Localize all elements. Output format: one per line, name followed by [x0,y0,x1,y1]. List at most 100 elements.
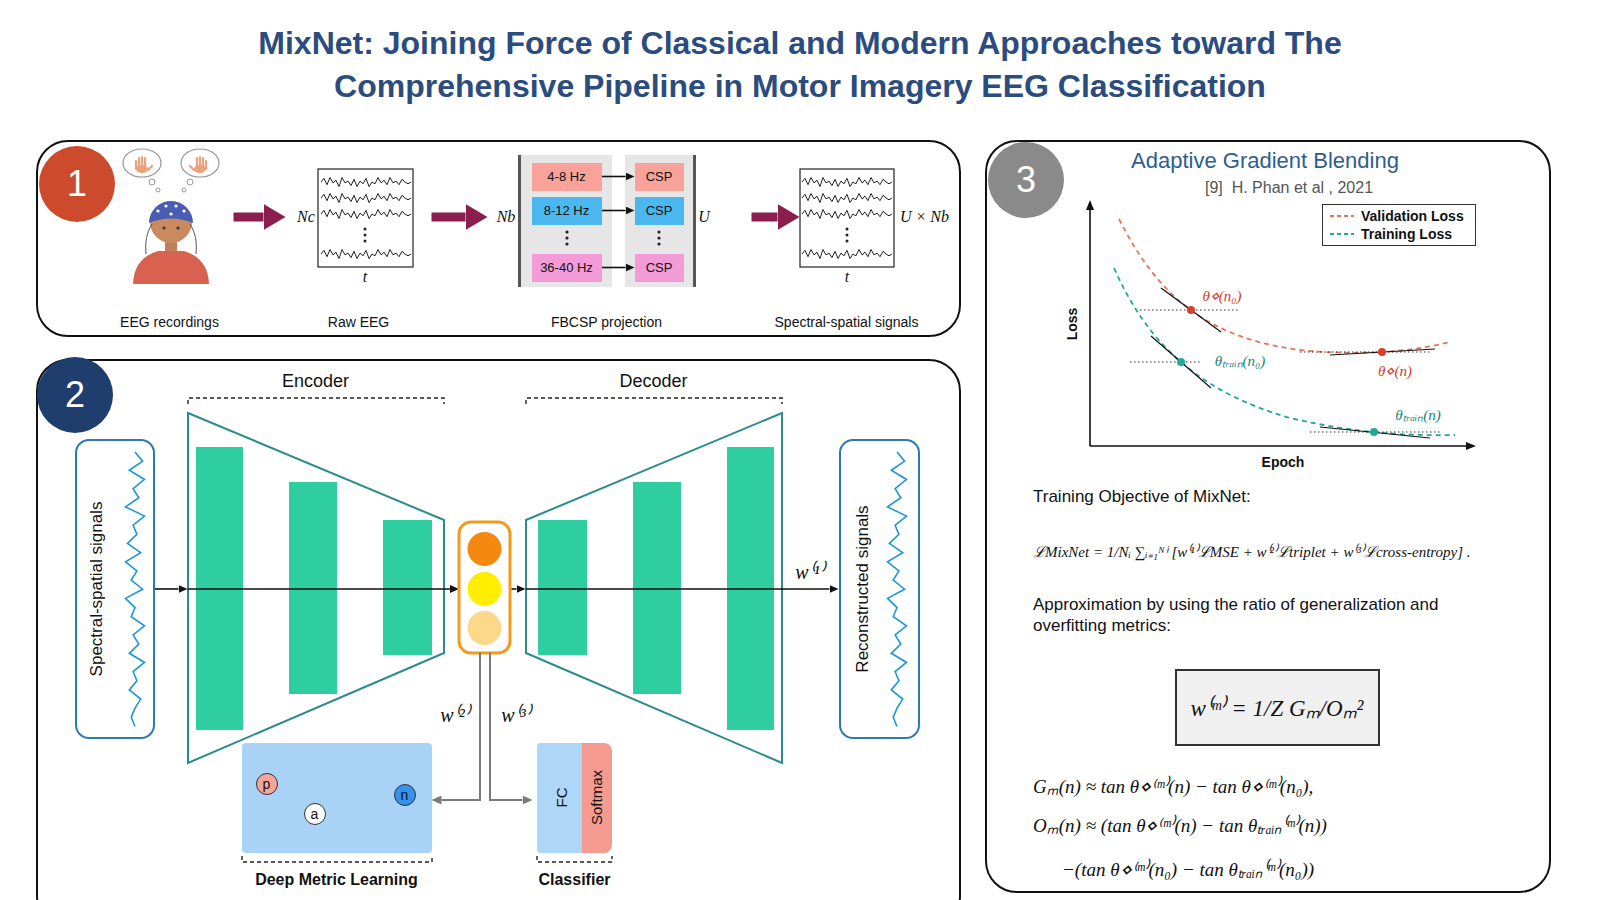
point-label: θ⋄(n) [1378,362,1412,380]
spectral-spatial-plot [800,169,894,267]
raw-eeg-plot [364,228,367,231]
connector [432,213,466,222]
fbcsp-block: FBCSP projection4-8 HzCSP8-12 HzCSP36-40… [488,150,752,330]
person-figure [156,209,159,212]
equation: Gₘ(n) ≈ tan θ⋄⁽ᵐ⁾(n) − tan θ⋄⁽ᵐ⁾(n₀), [1033,773,1313,799]
point-label: θ⋄(n₀) [1202,287,1241,305]
raw-eeg-plot [321,194,411,203]
person-figure [123,149,219,284]
stage-panel: 1EEG recordingsRaw EEGFBCSP projection4-… [36,140,961,337]
signal-trace [126,452,145,727]
point-label: θₜᵣₐᵢₙ(n) [1395,404,1440,424]
equation: Oₘ(n) ≈ (tan θ⋄⁽ᵐ⁾(n) − tan θₜᵣₐᵢₙ⁽ᵐ⁾(n)… [1033,812,1327,838]
equation: −(tan θ⋄⁽ᵐ⁾(n₀) − tan θₜᵣₐᵢₙ⁽ᵐ⁾(n₀)) [1062,856,1314,882]
axis-label: t [845,268,849,286]
dashed-bracket [242,856,432,862]
box-label: CSP [646,203,673,218]
autoencoder-figure [383,520,432,655]
signal-label: Reconstructed signals [853,505,873,672]
caption: Raw EEG [328,314,389,330]
chart-legend: Validation LossTraining Loss [1322,204,1476,246]
raw-eeg-plot [321,250,411,259]
person-figure [187,179,193,185]
autoencoder-figure [188,413,782,763]
caption: EEG recordings [120,314,219,330]
connector [752,213,778,222]
equation: ℒMixNet = 1/Nᵢ ∑ᵢ₌₁ᴺⁱ [w⁽¹⁾ℒMSE + w⁽²⁾ℒt… [1033,541,1471,561]
band-filter-box: 36-40 Hz [532,254,602,282]
legend-line-sample [1330,215,1354,217]
loss-chart [1114,268,1455,435]
person-figure [149,201,193,223]
csp-box: CSP [635,163,684,191]
callout-number: 2 [65,374,85,416]
eeg-recording-figure: EEG recordings [106,150,234,330]
box-label: CSP [646,260,673,275]
axis-label: Loss [1064,308,1080,341]
note: Training Objective of MixNet: [1033,487,1251,507]
person-figure [174,204,177,207]
person-figure [181,149,219,177]
fbcsp-columns [520,155,612,287]
point-label: θₜᵣₐᵢₙ(n₀) [1215,350,1266,370]
signal-plot: Spectral-spatial signals [800,150,940,330]
spectral-spatial-plot [846,240,849,243]
sample-circle: a [304,803,326,825]
loss-chart [1086,200,1476,450]
loss-chart [1466,442,1476,450]
box-label: CSP [646,169,673,184]
connector [602,267,626,269]
legend-line-sample [1329,230,1355,238]
fbcsp-columns [657,242,660,245]
raw-eeg-plot [321,210,411,219]
formula-box: w⁽ᵐ⁾ = 1/Z Gₘ/Oₘ² [1175,669,1380,746]
loss-chart [1151,288,1435,438]
legend-text: Training Loss [1361,226,1452,242]
raw-eeg-plot [318,169,413,267]
spectral-spatial-plot [846,228,849,231]
band-filter-box: 8-12 Hz [532,197,602,225]
fc-layer: FC [537,743,586,853]
dimension-label: U [698,208,710,226]
dashed-bracket [537,856,612,862]
legend-line-sample [1330,233,1354,235]
autoencoder-figure [538,520,587,655]
connector [782,588,830,590]
legend-row: Training Loss [1329,225,1469,243]
person-figure [123,149,161,177]
signal-trace [888,452,907,727]
spectral-spatial-plot [802,178,892,187]
fbcsp-columns [518,155,696,287]
signal-box: Reconstructed signals [839,439,920,739]
weight-label: w⁽³⁾ [499,701,532,728]
dimension-label: Nb [497,208,516,226]
sample-letter: p [263,777,271,791]
spectral-spatial-plot [800,169,894,267]
panel-badge: 1 [39,146,115,222]
block-heading: Encoder [282,370,349,392]
dashed-bracket [188,398,782,862]
dashed-bracket [188,398,444,404]
box-label: 4-8 Hz [547,169,585,184]
encoder-block: Encoder [188,370,512,653]
metric-learning-box: Deep Metric Learningpan [242,743,432,895]
person-figure [177,227,180,230]
raw-eeg-plot [318,169,413,267]
raw-eeg-plot [321,178,411,187]
loss-chart [1187,306,1195,314]
box-label: w⁽ᵐ⁾ = 1/Z Gₘ/Oₘ² [1191,691,1364,723]
callout-number: 3 [1016,159,1036,201]
loss-chart [1130,310,1440,432]
classifier-block: ClassifierFCSoftmax [533,743,617,895]
citation: [9] H. Phan et al , 2021 [1205,179,1373,197]
autoencoder-figure [459,522,510,653]
spectral-spatial-plot [802,210,892,219]
axis-label: Epoch [1262,454,1305,470]
fbcsp-columns [657,230,660,233]
spectral-spatial-plot [846,234,849,237]
section-heading: Adaptive Gradient Blending [1131,148,1399,174]
sample-letter: a [311,807,319,821]
spectral-spatial-plot [802,194,892,203]
person-figure [163,227,166,230]
